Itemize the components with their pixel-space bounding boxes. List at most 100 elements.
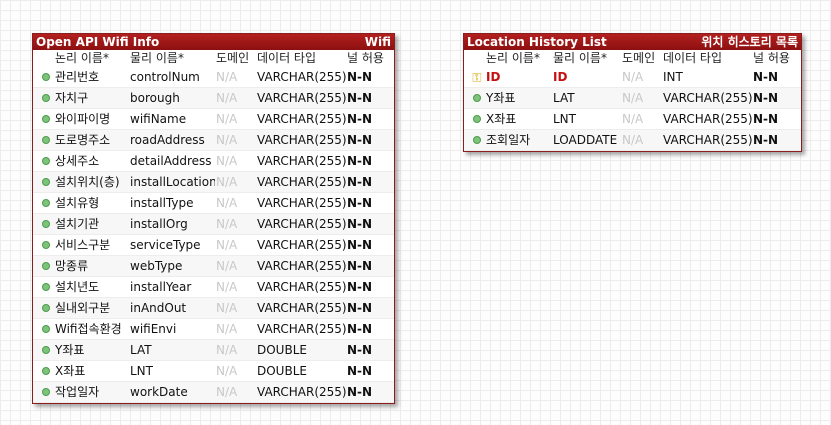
entity-title-bar[interactable]: Location History List 위치 히스토리 목록 [464, 34, 801, 50]
attribute-domain: N/A [216, 280, 238, 294]
attribute-logical-name: 망종류 [55, 259, 89, 273]
attribute-dot-icon [39, 88, 53, 108]
attribute-domain: N/A [216, 112, 238, 126]
column-header-row: 논리 이름* 물리 이름* 도메인 데이터 타입 널 허용 [33, 50, 394, 67]
attribute-datatype: VARCHAR(255) [663, 91, 753, 105]
attribute-domain: N/A [216, 364, 238, 378]
attribute-nullable: N-N [347, 91, 373, 105]
attribute-logical-name: 관리번호 [55, 70, 100, 84]
entity-location-history-list[interactable]: Location History List 위치 히스토리 목록 논리 이름* … [463, 33, 802, 152]
attribute-nullable: N-N [347, 196, 373, 210]
attribute-dot-icon [39, 319, 53, 339]
attribute-domain: N/A [216, 91, 238, 105]
attribute-logical-name: 서비스구분 [55, 238, 111, 252]
attribute-datatype: VARCHAR(255) [257, 70, 347, 84]
attribute-physical-name: LNT [130, 364, 153, 378]
entity-open-api-wifi-info[interactable]: Open API Wifi Info Wifi 논리 이름* 물리 이름* 도메… [32, 33, 395, 404]
entity-title: Location History List [467, 35, 607, 49]
attribute-logical-name: 설치위치(층) [55, 175, 120, 189]
attribute-nullable: N-N [347, 259, 373, 273]
attribute-dot-icon [39, 361, 53, 381]
attribute-physical-name: borough [130, 91, 180, 105]
attribute-domain: N/A [622, 133, 644, 147]
entity-title-bar[interactable]: Open API Wifi Info Wifi [33, 34, 394, 50]
attribute-domain: N/A [216, 343, 238, 357]
attribute-physical-name: workDate [130, 385, 188, 399]
column-header-row: 논리 이름* 물리 이름* 도메인 데이터 타입 널 허용 [464, 50, 801, 67]
attribute-domain: N/A [216, 385, 238, 399]
attribute-domain: N/A [216, 259, 238, 273]
attribute-physical-name: serviceType [130, 238, 201, 252]
attribute-logical-name: 설치기관 [55, 217, 100, 231]
header-datatype: 데이터 타입 [257, 51, 317, 65]
attribute-dot-icon [39, 340, 53, 360]
attribute-datatype: VARCHAR(255) [257, 154, 347, 168]
attribute-physical-name: installLocation [130, 175, 215, 189]
header-domain: 도메인 [216, 51, 250, 65]
attribute-physical-name: installOrg [130, 217, 188, 231]
attribute-nullable: N-N [347, 238, 373, 252]
attribute-domain: N/A [216, 154, 238, 168]
attribute-domain: N/A [216, 175, 238, 189]
attribute-dot-icon [470, 130, 484, 150]
attribute-nullable: N-N [347, 154, 373, 168]
attribute-dot-icon [39, 109, 53, 129]
attribute-datatype: DOUBLE [257, 343, 307, 357]
attribute-nullable: N-N [347, 217, 373, 231]
attribute-datatype: VARCHAR(255) [257, 238, 347, 252]
primary-key-icon: ⚿ [472, 70, 482, 85]
attribute-nullable: N-N [347, 112, 373, 126]
header-nullable: 널 허용 [347, 51, 384, 65]
attribute-datatype: VARCHAR(255) [257, 133, 347, 147]
attribute-physical-name: roadAddress [130, 133, 205, 147]
attribute-logical-name: Wifi접속환경 [55, 322, 122, 336]
attribute-datatype: VARCHAR(255) [257, 196, 347, 210]
attribute-physical-name: LNT [553, 112, 576, 126]
attribute-dot-icon [39, 382, 53, 402]
attribute-logical-name: 설치유형 [55, 196, 100, 210]
attribute-logical-name: 작업일자 [55, 385, 100, 399]
attribute-dot-icon [39, 277, 53, 297]
attribute-nullable: N-N [347, 301, 373, 315]
attribute-dot-icon [39, 214, 53, 234]
attribute-nullable: N-N [753, 91, 779, 105]
attribute-datatype: VARCHAR(255) [257, 175, 347, 189]
attribute-domain: N/A [216, 217, 238, 231]
attribute-dot-icon [39, 151, 53, 171]
attribute-logical-name: 와이파이명 [55, 112, 111, 126]
attribute-nullable: N-N [347, 364, 373, 378]
attribute-domain: N/A [216, 133, 238, 147]
attribute-physical-name: wifiName [130, 112, 187, 126]
attribute-datatype: VARCHAR(255) [257, 280, 347, 294]
attribute-nullable: N-N [347, 175, 373, 189]
attribute-datatype: VARCHAR(255) [663, 133, 753, 147]
attribute-domain: N/A [216, 196, 238, 210]
attribute-logical-name: Y좌표 [486, 91, 516, 105]
attribute-logical-name: ID [486, 70, 501, 84]
attribute-domain: N/A [622, 112, 644, 126]
attribute-dot-icon [39, 130, 53, 150]
attribute-physical-name: ID [553, 70, 568, 84]
attribute-logical-name: 상세주소 [55, 154, 100, 168]
